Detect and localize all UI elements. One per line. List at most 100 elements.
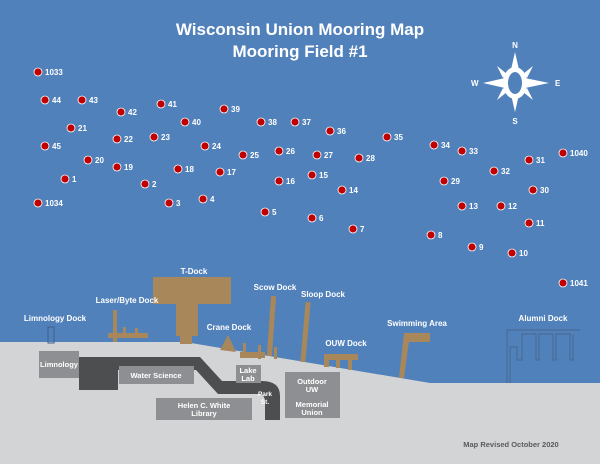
buoy-marker-icon	[325, 126, 335, 136]
buoy-number: 42	[128, 108, 137, 117]
buoy-number: 17	[227, 168, 236, 177]
building-lake-lab	[236, 365, 261, 383]
building-helen-c-white-library	[156, 398, 252, 420]
buoy-number: 29	[451, 177, 460, 186]
mooring-buoy: 42	[116, 107, 137, 117]
mooring-buoy: 33	[457, 146, 478, 156]
memorial-union-label-2: Union	[301, 408, 323, 417]
mooring-buoy: 10	[507, 248, 528, 258]
alumni-dock	[506, 329, 580, 383]
buoy-number: 12	[508, 202, 517, 211]
building-memorial-union	[285, 372, 340, 418]
mooring-buoy: 9	[467, 242, 484, 252]
buoy-number: 36	[337, 127, 346, 136]
sloop-dock-label: Sloop Dock	[301, 290, 346, 299]
buoy-number: 14	[349, 186, 358, 195]
buoy-marker-icon	[312, 150, 322, 160]
mooring-buoy: 31	[524, 155, 545, 165]
mooring-buoy: 14	[337, 185, 358, 195]
mooring-buoy: 29	[439, 176, 460, 186]
buoy-marker-icon	[60, 174, 70, 184]
limnology-dock	[47, 326, 55, 344]
buoy-marker-icon	[496, 201, 506, 211]
buoy-number: 6	[319, 214, 324, 223]
buoy-number: 11	[536, 219, 545, 228]
mooring-buoy: 36	[325, 126, 346, 136]
buoy-number: 2	[152, 180, 157, 189]
compass-icon	[483, 52, 549, 112]
mooring-buoy: 28	[354, 153, 375, 163]
buoy-marker-icon	[116, 107, 126, 117]
lake-lab-label-1: Lake	[239, 366, 256, 375]
sloop-dock	[300, 301, 311, 363]
mooring-buoy: 12	[496, 201, 517, 211]
revision-note: Map Revised October 2020	[463, 440, 558, 449]
buoy-number: 28	[366, 154, 375, 163]
buoy-marker-icon	[66, 123, 76, 133]
buoy-number: 7	[360, 225, 365, 234]
buoy-marker-icon	[528, 185, 538, 195]
mooring-buoy: 1	[60, 174, 77, 184]
buoy-marker-icon	[457, 201, 467, 211]
buoy-number: 35	[394, 133, 403, 142]
buoy-number: 32	[501, 167, 510, 176]
buoy-marker-icon	[77, 95, 87, 105]
mooring-buoy: 1033	[33, 67, 63, 77]
buoy-number: 34	[441, 141, 450, 150]
building-limnology	[39, 351, 79, 378]
buoy-number: 5	[272, 208, 277, 217]
mooring-buoy: 15	[307, 170, 328, 180]
buoy-marker-icon	[33, 67, 43, 77]
buoy-marker-icon	[198, 194, 208, 204]
mooring-buoy: 8	[426, 230, 443, 240]
compass-north: N	[512, 41, 518, 50]
buoy-number: 40	[192, 118, 201, 127]
buoy-marker-icon	[307, 213, 317, 223]
mooring-buoy: 6	[307, 213, 324, 223]
mooring-buoy: 27	[312, 150, 333, 160]
mooring-buoy: 40	[180, 117, 201, 127]
mooring-buoy: 45	[40, 141, 61, 151]
mooring-buoy: 30	[528, 185, 549, 195]
mooring-buoy: 35	[382, 132, 403, 142]
buoy-marker-icon	[524, 155, 534, 165]
building-water-science	[119, 366, 194, 384]
mooring-buoy: 7	[348, 224, 365, 234]
lake-lab-label-2: Lab	[241, 374, 255, 383]
scow-dock-label: Scow Dock	[254, 283, 297, 292]
buoy-number: 21	[78, 124, 87, 133]
buoy-number: 4	[210, 195, 215, 204]
library-label-2: Library	[191, 409, 217, 418]
buoy-marker-icon	[348, 224, 358, 234]
mooring-buoy: 25	[238, 150, 259, 160]
buoy-marker-icon	[40, 95, 50, 105]
outdoor-uw-label-2: UW	[306, 385, 319, 394]
buoy-number: 39	[231, 105, 240, 114]
buoy-marker-icon	[274, 146, 284, 156]
buoy-marker-icon	[219, 104, 229, 114]
compass-east: E	[555, 79, 561, 88]
buoy-marker-icon	[156, 99, 166, 109]
buoy-number: 15	[319, 171, 328, 180]
buoy-number: 10	[519, 249, 528, 258]
buoy-marker-icon	[33, 198, 43, 208]
t-dock-label: T-Dock	[181, 267, 208, 276]
ouw-dock	[324, 354, 358, 370]
buoy-number: 27	[324, 151, 333, 160]
buoy-number: 30	[540, 186, 549, 195]
buoy-marker-icon	[256, 117, 266, 127]
buoy-number: 1033	[45, 68, 63, 77]
mooring-buoy: 1040	[558, 148, 588, 158]
buoy-marker-icon	[439, 176, 449, 186]
mooring-buoy: 44	[40, 95, 61, 105]
mooring-buoy: 34	[429, 140, 450, 150]
crane-dock-label: Crane Dock	[207, 323, 252, 332]
laser-byte-dock-label: Laser/Byte Dock	[96, 296, 159, 305]
mooring-buoy: 3	[164, 198, 181, 208]
buoy-marker-icon	[238, 150, 248, 160]
buoy-marker-icon	[260, 207, 270, 217]
library-label-1: Helen C. White	[178, 401, 231, 410]
buoy-number: 1	[72, 175, 77, 184]
mooring-buoy: 37	[290, 117, 311, 127]
mooring-buoy: 1041	[558, 278, 588, 288]
